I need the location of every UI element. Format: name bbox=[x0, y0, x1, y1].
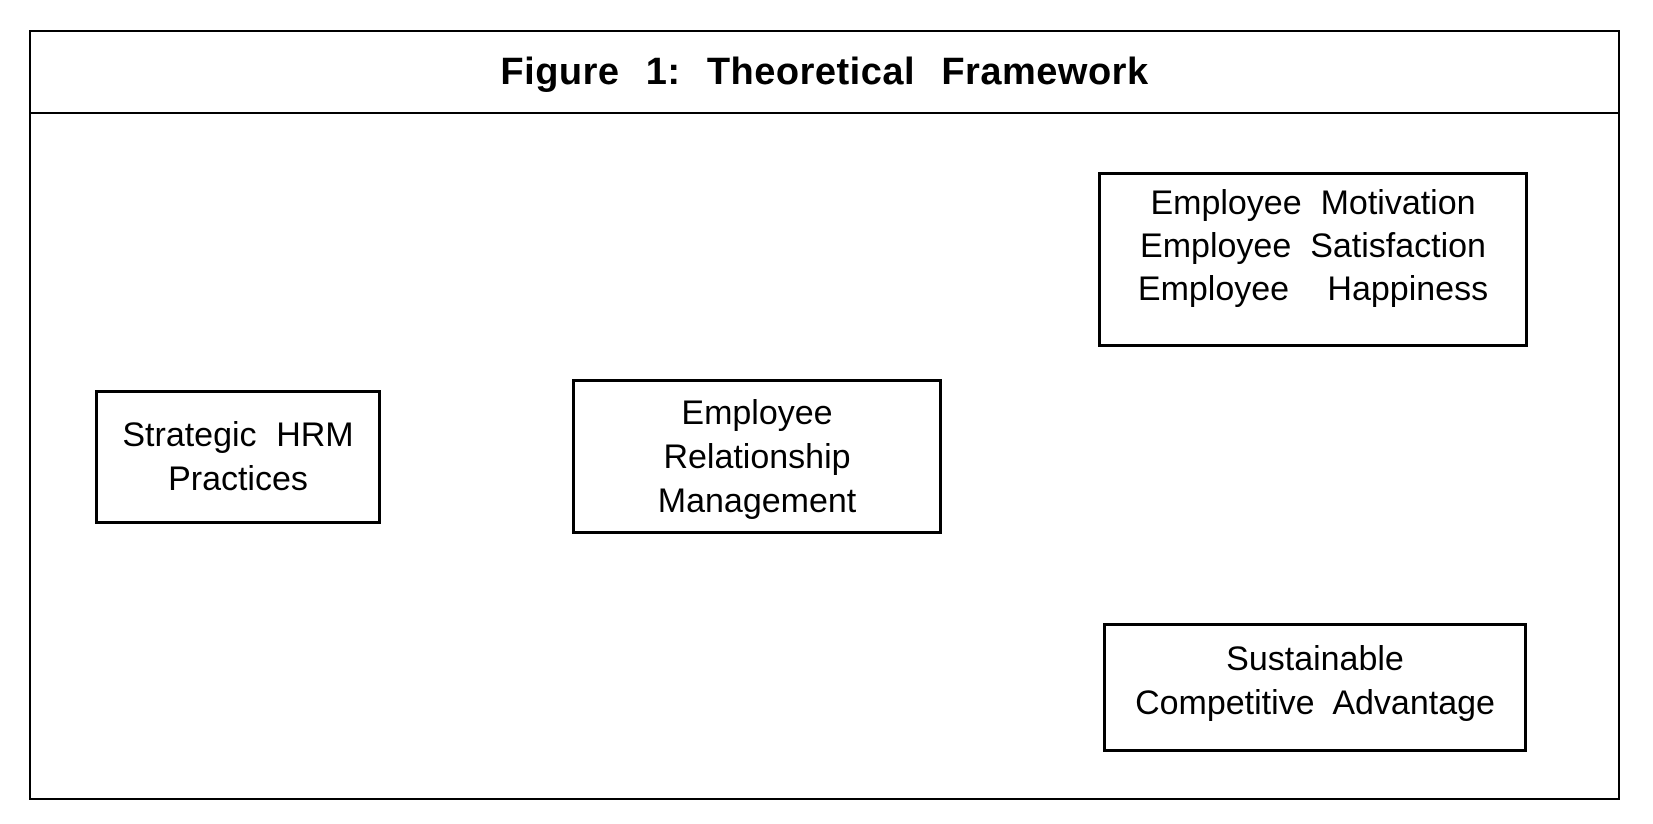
node-text-line: Employee Satisfaction bbox=[1140, 227, 1486, 265]
node-text-line: Practices bbox=[168, 460, 308, 498]
node-text-line: Strategic HRM bbox=[122, 416, 354, 454]
node-text-line: Sustainable bbox=[1226, 640, 1404, 678]
node-text-line: Employee Happiness bbox=[1137, 270, 1489, 308]
node-text-line: Employee Motivation bbox=[1150, 184, 1476, 222]
node-text-line: Competitive Advantage bbox=[1135, 684, 1495, 722]
node-employee-outcomes: Employee Motivation Employee Satisfactio… bbox=[1098, 172, 1528, 347]
node-sustainable-competitive-advantage: Sustainable Competitive Advantage bbox=[1103, 623, 1527, 752]
node-text-line: Relationship bbox=[663, 437, 851, 476]
figure-title: Figure 1: Theoretical Framework bbox=[500, 50, 1149, 93]
node-employee-relationship-management: Employee Relationship Management bbox=[572, 379, 942, 534]
figure-title-band: Figure 1: Theoretical Framework bbox=[31, 32, 1618, 114]
node-strategic-hrm-practices: Strategic HRM Practices bbox=[95, 390, 381, 524]
node-text-line: Employee bbox=[681, 393, 833, 432]
node-text-line: Management bbox=[657, 481, 857, 520]
